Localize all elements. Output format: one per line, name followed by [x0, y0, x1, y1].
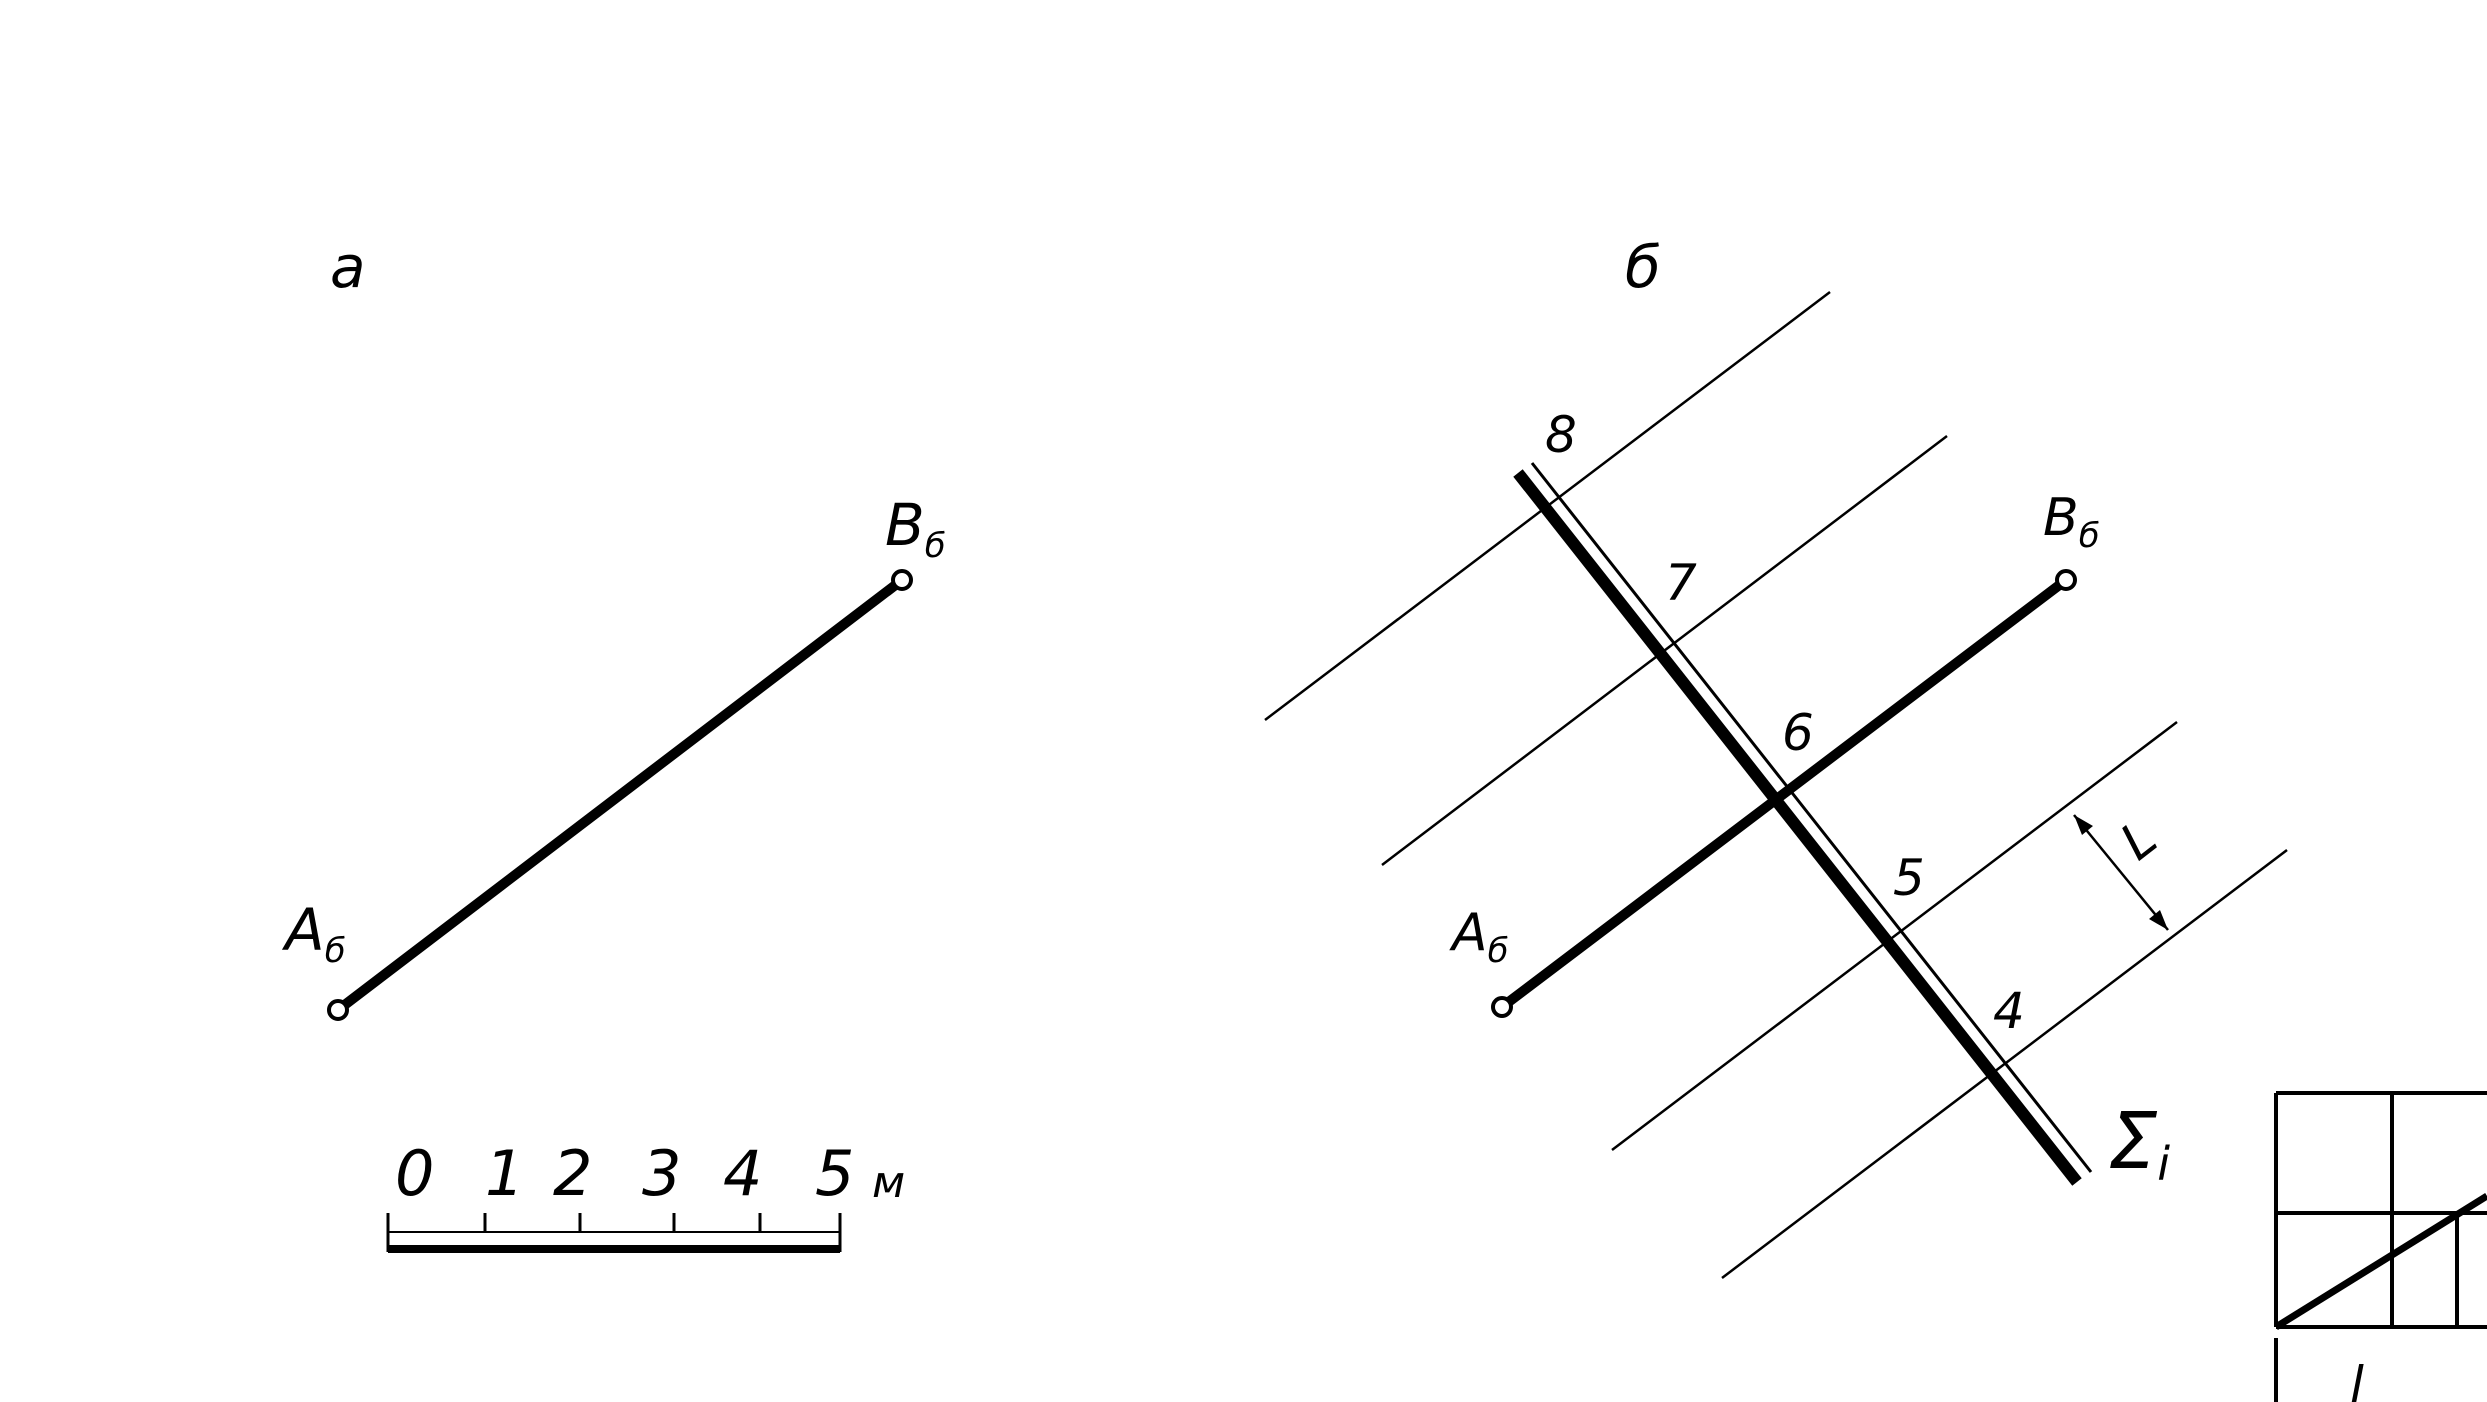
- scale-tick-label: 0: [395, 1137, 434, 1210]
- arrowhead-icon: [2074, 815, 2093, 835]
- diagonal-segment: [2274, 1193, 2487, 1330]
- contour-number: 5: [1893, 849, 1925, 907]
- dimension-line: [2073, 814, 2169, 931]
- contour-number: 6: [1782, 704, 1814, 762]
- scale-tick-label: 1: [485, 1137, 524, 1210]
- section-line-thick: [1513, 469, 2082, 1186]
- scale-tick-label: 5: [815, 1137, 854, 1210]
- interval-label: L: [2110, 809, 2168, 872]
- point-b-marker: [891, 569, 913, 591]
- scale-unit: м: [872, 1157, 905, 1208]
- point-a-label: Aб: [281, 896, 346, 971]
- point-b-label: Bб: [2043, 488, 2100, 556]
- panel-b-label: б: [1625, 233, 1661, 301]
- arrowhead-icon: [2149, 910, 2168, 930]
- panel-c-label: l: [2350, 1356, 2364, 1402]
- segment-ab: [1497, 575, 2071, 1012]
- interval-dimension: L: [2073, 809, 2169, 931]
- contour-line: [1611, 721, 2178, 1151]
- panel-b: б Aб Bб 8 7 6 5 4 Σi L: [1264, 233, 2288, 1279]
- panel-a-label: а: [330, 233, 366, 301]
- scale-tick-label: 3: [642, 1137, 681, 1210]
- scale-tick-label: 2: [553, 1137, 592, 1210]
- contour-number: 8: [1545, 406, 1577, 464]
- section-label: Σi: [2108, 1097, 2170, 1191]
- contour-number: 4: [1993, 982, 2025, 1040]
- linear-scale: 0 1 2 3 4 5 м: [386, 1137, 905, 1253]
- point-a-label: Aб: [1449, 903, 1509, 971]
- section-line-thin: [1530, 462, 2093, 1173]
- contour-number: 7: [1665, 554, 1697, 612]
- panel-a: а Aб Bб 0 1 2 3 4 5 м: [281, 233, 946, 1253]
- point-a-marker: [1491, 996, 1513, 1018]
- point-a-marker: [327, 999, 349, 1021]
- segment-ab: [333, 575, 907, 1015]
- scale-tick-label: 4: [723, 1137, 762, 1210]
- panel-c-partial: l: [2274, 1091, 2487, 1402]
- point-b-label: Bб: [885, 491, 946, 566]
- point-b-marker: [2055, 569, 2077, 591]
